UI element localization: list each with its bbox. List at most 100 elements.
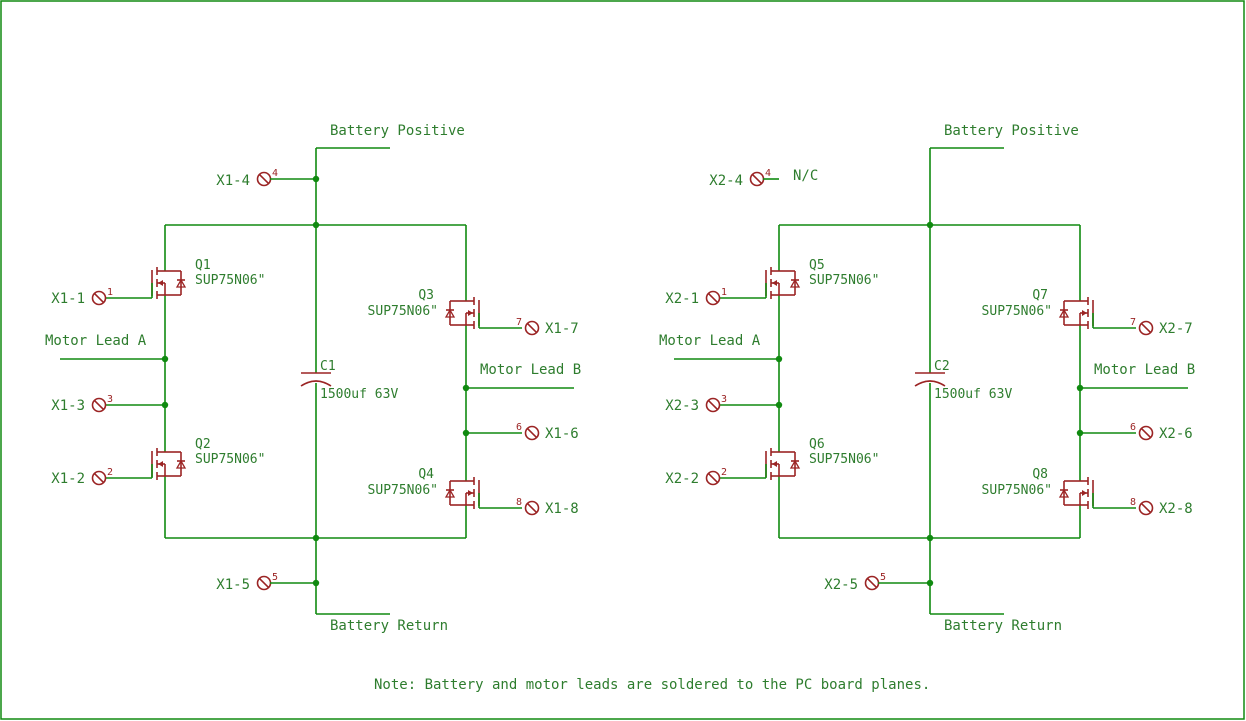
- pin-number-p8: 8: [1130, 497, 1136, 508]
- terminal-circle: [705, 290, 721, 306]
- q-low-left-ref: Q2: [195, 437, 211, 452]
- pin-number-p3: 3: [107, 394, 113, 405]
- body-arrow: [468, 310, 473, 316]
- terminal-label-p4: X1-4: [216, 173, 250, 189]
- mosfet-q-high-left: [151, 267, 187, 299]
- terminal-p5: [864, 575, 880, 591]
- no-connect-label: N/C: [793, 168, 818, 184]
- body-arrow: [1082, 310, 1087, 316]
- terminal-label-p1: X2-1: [665, 291, 699, 307]
- diode-symbol: [789, 278, 801, 288]
- terminal-p4: [256, 171, 272, 187]
- diode-symbol: [444, 488, 456, 498]
- pin-number-p5: 5: [880, 572, 886, 583]
- q-high-left-part: SUP75N06": [809, 273, 879, 288]
- body-arrow: [1082, 490, 1087, 496]
- terminal-slash: [707, 399, 719, 411]
- terminal-p5: [256, 575, 272, 591]
- terminal-p1: [91, 290, 107, 306]
- terminal-circle: [705, 470, 721, 486]
- q-low-left-ref: Q6: [809, 437, 825, 452]
- junction-dot: [926, 579, 934, 587]
- terminal-circle: [1138, 500, 1154, 516]
- motor-lead-b-label: Motor Lead B: [480, 362, 581, 378]
- diode-symbol: [1058, 488, 1070, 498]
- terminal-label-p3: X1-3: [51, 398, 85, 414]
- terminal-slash: [258, 173, 270, 185]
- pin-number-p2: 2: [107, 467, 113, 478]
- terminal-label-p1: X1-1: [51, 291, 85, 307]
- terminal-p3: [705, 397, 721, 413]
- terminal-p7: [1138, 320, 1154, 336]
- terminal-p8: [1138, 500, 1154, 516]
- terminal-slash: [526, 322, 538, 334]
- terminal-circle: [1138, 320, 1154, 336]
- terminal-slash: [866, 577, 878, 589]
- pin-number-p5: 5: [272, 572, 278, 583]
- terminal-slash: [93, 399, 105, 411]
- terminal-p6: [1138, 425, 1154, 441]
- capacitor: [300, 372, 332, 387]
- battery-positive-label: Battery Positive: [330, 123, 465, 139]
- battery-positive-label: Battery Positive: [944, 123, 1079, 139]
- terminal-p4: [749, 171, 765, 187]
- pin-number-p3: 3: [721, 394, 727, 405]
- terminal-slash: [1140, 502, 1152, 514]
- battery-return-label: Battery Return: [330, 618, 448, 634]
- pin-number-p1: 1: [107, 287, 113, 298]
- q-low-right-part: SUP75N06": [982, 483, 1052, 498]
- body-arrow: [772, 461, 777, 467]
- terminal-circle: [1138, 425, 1154, 441]
- terminal-p7: [524, 320, 540, 336]
- terminal-label-p8: X2-8: [1159, 501, 1193, 517]
- mosfet-q-high-right: [444, 297, 480, 329]
- mosfet-q-low-left: [765, 448, 801, 480]
- terminal-label-p2: X2-2: [665, 471, 699, 487]
- q-high-left-ref: Q5: [809, 258, 825, 273]
- junction-dot: [312, 175, 320, 183]
- terminal-p1: [705, 290, 721, 306]
- q-low-right-part: SUP75N06": [368, 483, 438, 498]
- terminal-slash: [258, 577, 270, 589]
- terminal-label-p6: X1-6: [545, 426, 579, 442]
- q-high-right-ref: Q7: [1032, 288, 1048, 303]
- capacitor-curved-plate: [914, 380, 946, 387]
- battery-return-label: Battery Return: [944, 618, 1062, 634]
- body-arrow: [468, 490, 473, 496]
- terminal-label-p3: X2-3: [665, 398, 699, 414]
- q-high-right-part: SUP75N06": [368, 304, 438, 319]
- terminal-label-p2: X1-2: [51, 471, 85, 487]
- pin-number-p4: 4: [765, 168, 771, 179]
- capacitor-ref: C2: [934, 359, 950, 374]
- terminal-p3: [91, 397, 107, 413]
- capacitor: [914, 372, 946, 387]
- q-high-left-ref: Q1: [195, 258, 211, 273]
- junction-dot: [312, 579, 320, 587]
- motor-lead-b-label: Motor Lead B: [1094, 362, 1195, 378]
- terminal-circle: [91, 290, 107, 306]
- terminal-p8: [524, 500, 540, 516]
- terminal-label-p5: X2-5: [824, 577, 858, 593]
- diode-symbol: [789, 459, 801, 469]
- terminal-p2: [705, 470, 721, 486]
- diode-symbol: [175, 459, 187, 469]
- mosfet-q-low-right: [444, 477, 480, 509]
- terminal-circle: [705, 397, 721, 413]
- pin-number-p6: 6: [1130, 422, 1136, 433]
- diode-symbol: [1058, 308, 1070, 318]
- q-low-left-part: SUP75N06": [195, 452, 265, 467]
- terminal-label-p8: X1-8: [545, 501, 579, 517]
- mosfet-q-high-left: [765, 267, 801, 299]
- terminal-circle: [524, 320, 540, 336]
- terminal-slash: [526, 427, 538, 439]
- terminal-circle: [524, 425, 540, 441]
- terminal-slash: [707, 292, 719, 304]
- terminal-label-p5: X1-5: [216, 577, 250, 593]
- capacitor-value: 1500uf 63V: [320, 387, 398, 402]
- terminal-label-p4: X2-4: [709, 173, 743, 189]
- terminal-label-p7: X1-7: [545, 321, 579, 337]
- terminal-slash: [93, 472, 105, 484]
